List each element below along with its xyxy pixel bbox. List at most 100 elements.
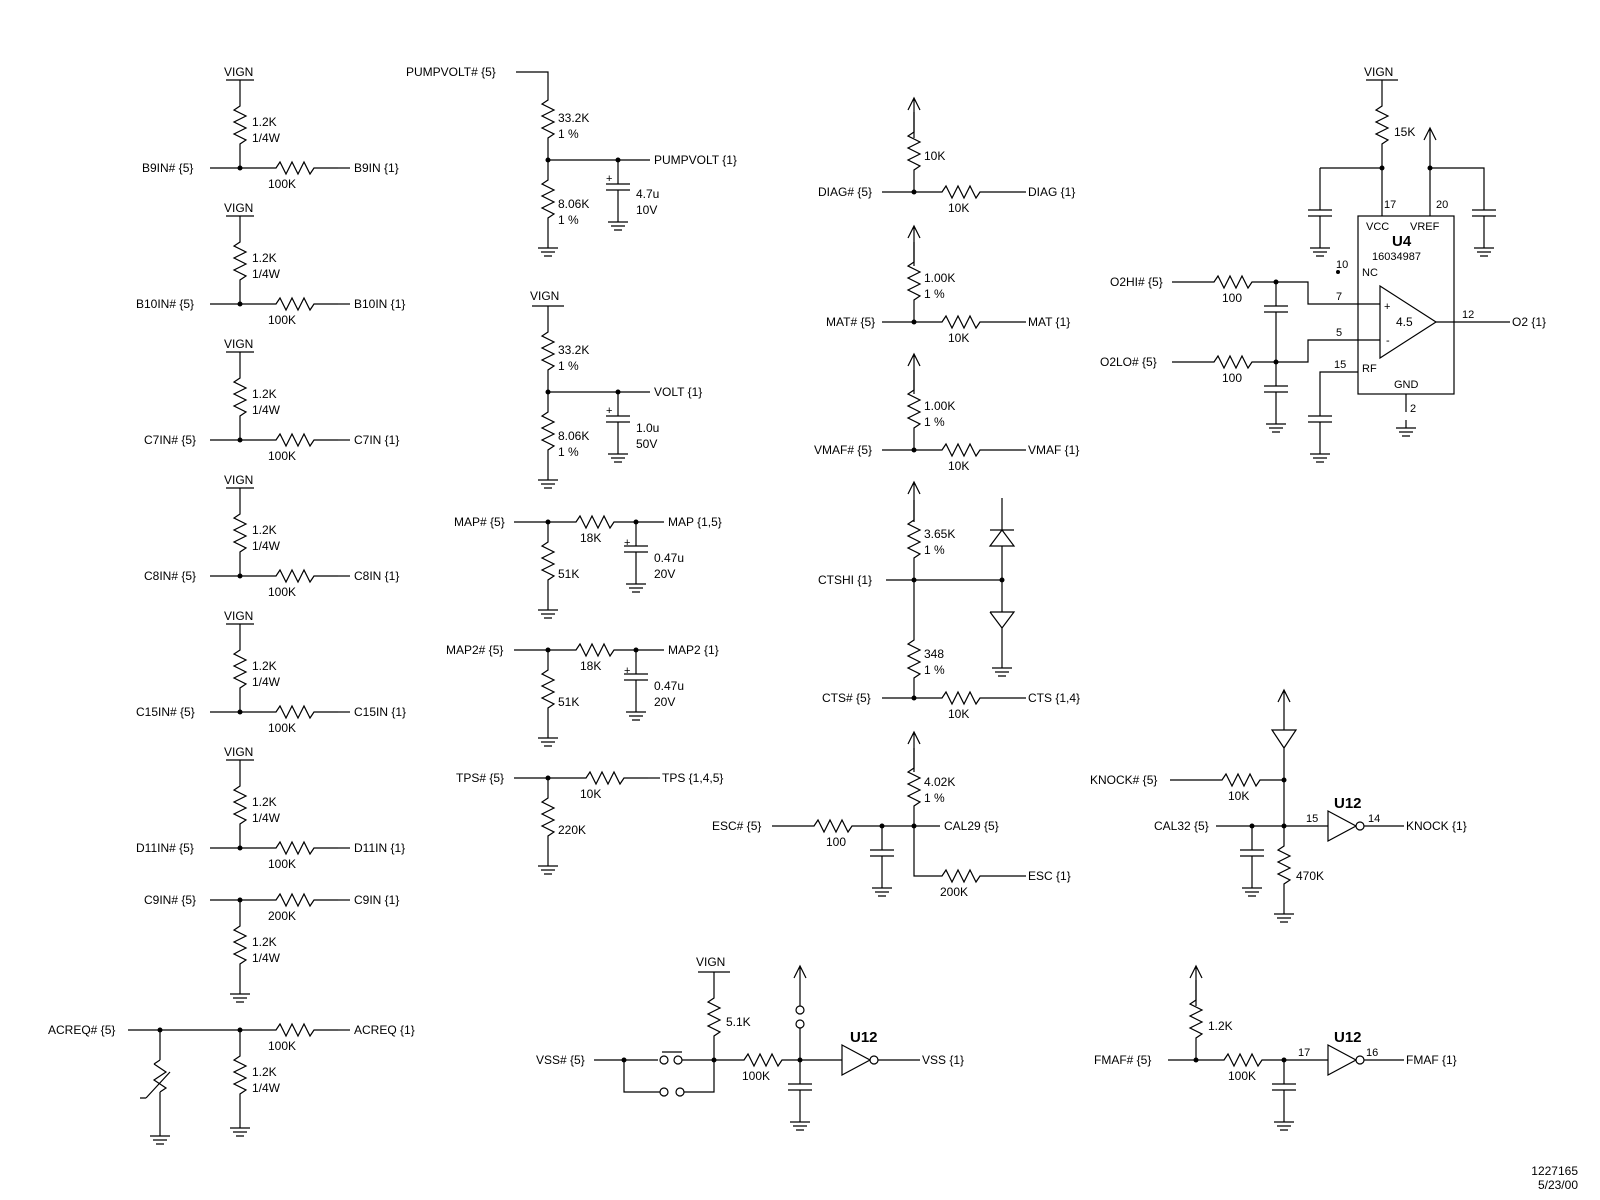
input-channel-c9in: C9IN# {5} C9IN {1} 200K 1.2K 1/4W (144, 893, 399, 1003)
svg-text:16: 16 (1366, 1047, 1378, 1059)
svg-text:51K: 51K (558, 567, 579, 581)
svg-text:1.2K: 1.2K (252, 1065, 277, 1079)
input-channel-c8in: VIGN C8IN# {5} C8IN {1} 1.2K 1/4W 100K (144, 473, 399, 599)
svg-text:U12: U12 (1334, 1029, 1362, 1046)
svg-text:2: 2 (1410, 403, 1416, 415)
svg-text:100K: 100K (1228, 1069, 1256, 1083)
input-channel-b9in: VIGN B9IN# {5} B9IN {1} 1.2K 1/4W 100K (142, 65, 399, 191)
svg-text:C9IN {1}: C9IN {1} (354, 893, 399, 907)
volt-divider: VIGN VOLT {1} 33.2K 1 % 8.06K 1 % + 1.0u… (530, 289, 702, 489)
svg-text:B10IN {1}: B10IN {1} (354, 297, 405, 311)
svg-text:U4: U4 (1392, 233, 1412, 250)
svg-text:+: + (606, 405, 612, 417)
svg-text:8.06K: 8.06K (558, 197, 589, 211)
svg-text:18K: 18K (580, 659, 601, 673)
svg-text:1/4W: 1/4W (252, 131, 281, 145)
svg-text:3.65K: 3.65K (924, 527, 955, 541)
svg-text:100K: 100K (268, 177, 296, 191)
map2-filter: MAP2# {5} MAP2 {1} 18K 51K + 0.47u 20V (446, 643, 719, 747)
svg-text:D11IN# {5}: D11IN# {5} (136, 841, 194, 855)
svg-text:1.0u: 1.0u (636, 421, 659, 435)
svg-text:VIGN: VIGN (224, 473, 253, 487)
svg-text:C15IN# {5}: C15IN# {5} (136, 705, 195, 719)
svg-text:1.00K: 1.00K (924, 271, 955, 285)
map-filter: MAP# {5} MAP {1,5} 18K 51K + 0.47u 20V (454, 515, 722, 619)
svg-text:O2HI# {5}: O2HI# {5} (1110, 275, 1163, 289)
svg-text:1/4W: 1/4W (252, 1081, 281, 1095)
svg-text:18K: 18K (580, 531, 601, 545)
drawing-footer: 1227165 5/23/00 (1531, 1164, 1578, 1192)
svg-text:4.5: 4.5 (1396, 315, 1413, 329)
svg-text:1.2K: 1.2K (252, 387, 277, 401)
svg-text:1/4W: 1/4W (252, 951, 281, 965)
svg-text:100K: 100K (742, 1069, 770, 1083)
svg-text:20V: 20V (654, 567, 675, 581)
svg-text:1 %: 1 % (558, 127, 579, 141)
svg-text:KNOCK# {5}: KNOCK# {5} (1090, 773, 1157, 787)
svg-text:1.2K: 1.2K (252, 795, 277, 809)
svg-text:VIGN: VIGN (224, 201, 253, 215)
svg-text:1.2K: 1.2K (252, 935, 277, 949)
svg-text:100K: 100K (268, 857, 296, 871)
svg-text:17: 17 (1298, 1047, 1310, 1059)
svg-text:1.00K: 1.00K (924, 399, 955, 413)
svg-text:CTS {1,4}: CTS {1,4} (1028, 691, 1080, 705)
svg-text:220K: 220K (558, 823, 586, 837)
svg-text:100: 100 (826, 835, 846, 849)
svg-text:1/4W: 1/4W (252, 539, 281, 553)
diag-channel: 10K DIAG# {5} DIAG {1} 10K (818, 97, 1075, 215)
svg-text:O2LO# {5}: O2LO# {5} (1100, 355, 1157, 369)
svg-text:1 %: 1 % (558, 359, 579, 373)
svg-text:+: + (624, 665, 630, 677)
svg-text:100K: 100K (268, 449, 296, 463)
svg-text:VREF: VREF (1410, 221, 1440, 233)
svg-text:17: 17 (1384, 199, 1396, 211)
svg-text:20V: 20V (654, 695, 675, 709)
vign-label: VIGN (224, 65, 253, 79)
svg-text:NC: NC (1362, 267, 1378, 279)
svg-text:TPS# {5}: TPS# {5} (456, 771, 504, 785)
svg-text:VMAF {1}: VMAF {1} (1028, 443, 1079, 457)
svg-text:1 %: 1 % (924, 543, 945, 557)
input-channel-d11in: VIGN D11IN# {5} D11IN {1} 1.2K 1/4W 100K (136, 745, 405, 871)
svg-text:CAL32 {5}: CAL32 {5} (1154, 819, 1209, 833)
o2-amplifier-u4: VIGN 15K VCC VREF U4 16034987 17 20 10 N… (1100, 65, 1546, 463)
svg-text:100K: 100K (268, 1039, 296, 1053)
svg-text:10: 10 (1336, 259, 1348, 271)
svg-text:15: 15 (1306, 813, 1318, 825)
svg-text:VIGN: VIGN (224, 337, 253, 351)
svg-text:KNOCK {1}: KNOCK {1} (1406, 819, 1467, 833)
svg-text:C15IN {1}: C15IN {1} (354, 705, 406, 719)
svg-text:GND: GND (1394, 379, 1419, 391)
svg-text:1.2K: 1.2K (252, 659, 277, 673)
svg-text:C8IN# {5}: C8IN# {5} (144, 569, 196, 583)
svg-text:10K: 10K (948, 331, 969, 345)
svg-text:33.2K: 33.2K (558, 111, 589, 125)
svg-text:470K: 470K (1296, 869, 1324, 883)
net-label: B9IN# {5} (142, 161, 193, 175)
svg-text:50V: 50V (636, 437, 657, 451)
mat-channel: 1.00K 1 % MAT# {5} MAT {1} 10K (826, 225, 1070, 345)
svg-text:4.7u: 4.7u (636, 187, 659, 201)
input-channel-c15in: VIGN C15IN# {5} C15IN {1} 1.2K 1/4W 100K (136, 609, 406, 735)
svg-text:B10IN# {5}: B10IN# {5} (136, 297, 194, 311)
svg-text:FMAF {1}: FMAF {1} (1406, 1053, 1457, 1067)
svg-text:VSS# {5}: VSS# {5} (536, 1053, 585, 1067)
svg-text:CAL29 {5}: CAL29 {5} (944, 819, 999, 833)
svg-text:1 %: 1 % (924, 287, 945, 301)
svg-text:10V: 10V (636, 203, 657, 217)
svg-text:16034987: 16034987 (1372, 251, 1421, 263)
svg-text:100K: 100K (268, 721, 296, 735)
svg-text:10K: 10K (1228, 789, 1249, 803)
svg-text:100: 100 (1222, 291, 1242, 305)
fmaf-channel: 1.2K FMAF# {5} 100K U12 17 16 FMAF {1} (1094, 965, 1457, 1131)
svg-text:200K: 200K (940, 885, 968, 899)
svg-text:PUMPVOLT {1}: PUMPVOLT {1} (654, 153, 737, 167)
svg-text:FMAF# {5}: FMAF# {5} (1094, 1053, 1151, 1067)
svg-text:MAT {1}: MAT {1} (1028, 315, 1070, 329)
svg-text:MAP# {5}: MAP# {5} (454, 515, 505, 529)
svg-text:348: 348 (924, 647, 944, 661)
svg-text:1 %: 1 % (924, 663, 945, 677)
input-channel-c7in: VIGN C7IN# {5} C7IN {1} 1.2K 1/4W 100K (144, 337, 399, 463)
svg-text:1.2K: 1.2K (1208, 1019, 1233, 1033)
